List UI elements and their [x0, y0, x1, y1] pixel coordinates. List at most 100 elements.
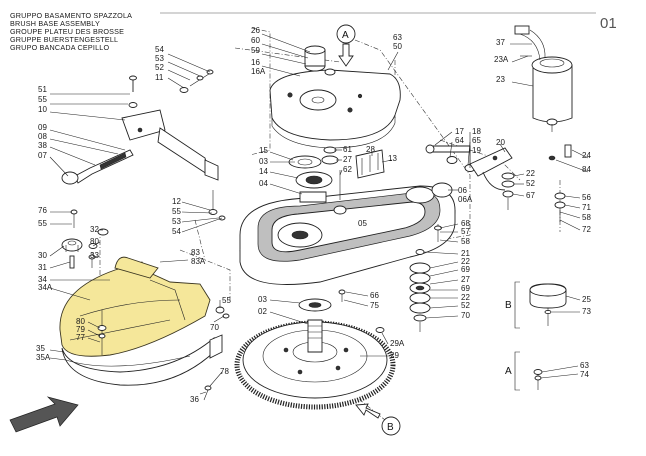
part-label-22-a: 22	[526, 169, 535, 178]
part-label-75: 75	[370, 301, 379, 310]
center-lower-hardware	[338, 289, 346, 302]
direction-arrow	[9, 396, 79, 433]
part-label-79: 79	[76, 325, 85, 334]
part-label-83A: 83A	[191, 257, 206, 266]
part-label-19: 19	[472, 146, 481, 155]
part-label-52-b: 52	[526, 179, 535, 188]
part-label-55-d: 55	[222, 296, 231, 305]
part-label-66: 66	[370, 291, 379, 300]
detail-b-letter: B	[505, 300, 512, 311]
part-label-68: 68	[461, 219, 470, 228]
part-label-80-b: 80	[76, 317, 85, 326]
tensioner-arm	[425, 144, 572, 222]
part-label-23: 23	[496, 75, 505, 84]
part-label-06A: 06A	[458, 195, 473, 204]
left-bearing-stack	[288, 146, 385, 203]
upper-left-hardware	[61, 69, 219, 185]
part-label-63: 63	[393, 33, 402, 42]
part-label-31: 31	[38, 263, 47, 272]
part-label-06: 06	[458, 186, 467, 195]
lower-guard-ring	[61, 334, 223, 386]
part-label-34: 34	[38, 275, 47, 284]
part-label-36: 36	[190, 395, 199, 404]
part-label-60: 60	[251, 36, 260, 45]
brush-guard-highlighted	[59, 256, 211, 357]
title-block: GRUPPO BASAMENTO SPAZZOLA BRUSH BASE ASS…	[10, 11, 617, 52]
part-label-77: 77	[76, 333, 85, 342]
part-label-70-a: 70	[461, 311, 470, 320]
part-label-76: 76	[38, 206, 47, 215]
part-label-70-b: 70	[210, 323, 219, 332]
title-line-2: BRUSH BASE ASSEMBLY	[10, 19, 100, 28]
part-label-26: 26	[251, 26, 260, 35]
part-label-65: 65	[472, 136, 481, 145]
part-label-16: 16	[251, 58, 260, 67]
leader-lines	[49, 33, 589, 395]
part-label-69-b: 69	[461, 284, 470, 293]
part-label-55-c: 55	[38, 219, 47, 228]
part-label-62: 62	[343, 165, 352, 174]
title-line-4: GRUPPE BUERSTENGESTELL	[10, 35, 118, 44]
brush-plate	[234, 298, 396, 410]
part-label-34A: 34A	[38, 283, 53, 292]
part-label-14: 14	[259, 167, 268, 176]
part-label-58-a: 58	[582, 213, 591, 222]
title-line-3: GROUPE PLATEU DES BROSSE	[10, 27, 124, 36]
part-label-13: 13	[388, 154, 397, 163]
part-label-28: 28	[366, 145, 375, 154]
part-label-35: 35	[36, 344, 45, 353]
part-label-02: 02	[258, 307, 267, 316]
part-label-15: 15	[259, 146, 268, 155]
part-label-16A: 16A	[251, 67, 266, 76]
part-labels: 26 60 59 16 16A 63 50 37 23A 23 54 53 52…	[36, 26, 591, 404]
part-label-64: 64	[455, 136, 464, 145]
part-label-33: 33	[90, 251, 99, 260]
part-label-69-a: 69	[461, 265, 470, 274]
part-label-54-b: 54	[172, 227, 181, 236]
part-label-18: 18	[472, 127, 481, 136]
callout-b-bottom	[381, 416, 401, 436]
part-label-22-c: 22	[461, 293, 470, 302]
right-idler-stack	[409, 224, 442, 332]
callout-a-top	[336, 24, 356, 44]
part-label-22-b: 22	[461, 257, 470, 266]
part-label-04: 04	[259, 179, 268, 188]
part-label-35A: 35A	[36, 353, 51, 362]
belt-housing	[239, 182, 456, 285]
part-label-37: 37	[496, 38, 505, 47]
title-line-5: GRUPO BANCADA CEPILLO	[10, 43, 109, 52]
part-label-21: 21	[461, 249, 470, 258]
part-label-03-b: 03	[258, 295, 267, 304]
part-label-59: 59	[251, 46, 260, 55]
part-label-83: 83	[191, 248, 200, 257]
part-label-07: 07	[38, 151, 47, 160]
part-label-54: 54	[155, 45, 164, 54]
part-label-52-c: 52	[461, 301, 470, 310]
part-label-12: 12	[172, 197, 181, 206]
part-label-50: 50	[393, 42, 402, 51]
part-label-08: 08	[38, 132, 47, 141]
part-label-56: 56	[582, 193, 591, 202]
part-label-53: 53	[155, 54, 164, 63]
part-label-11: 11	[155, 73, 164, 82]
part-label-38: 38	[38, 141, 47, 150]
part-label-29: 29	[390, 351, 399, 360]
svg-text:B: B	[387, 422, 394, 433]
part-label-29A: 29A	[390, 339, 405, 348]
part-label-09: 09	[38, 123, 47, 132]
part-label-03: 03	[259, 157, 268, 166]
part-label-71: 71	[582, 203, 591, 212]
part-label-67: 67	[526, 191, 535, 200]
part-label-72: 72	[582, 225, 591, 234]
top-mounting-plate	[269, 45, 401, 149]
part-label-55: 55	[38, 95, 47, 104]
part-label-51: 51	[38, 85, 47, 94]
part-label-63-b: 63	[580, 361, 589, 370]
part-label-55-b: 55	[172, 207, 181, 216]
part-label-27-b: 27	[461, 275, 470, 284]
detail-views	[514, 281, 567, 391]
part-label-74: 74	[580, 370, 589, 379]
motor	[514, 25, 573, 132]
part-label-23A: 23A	[494, 55, 509, 64]
